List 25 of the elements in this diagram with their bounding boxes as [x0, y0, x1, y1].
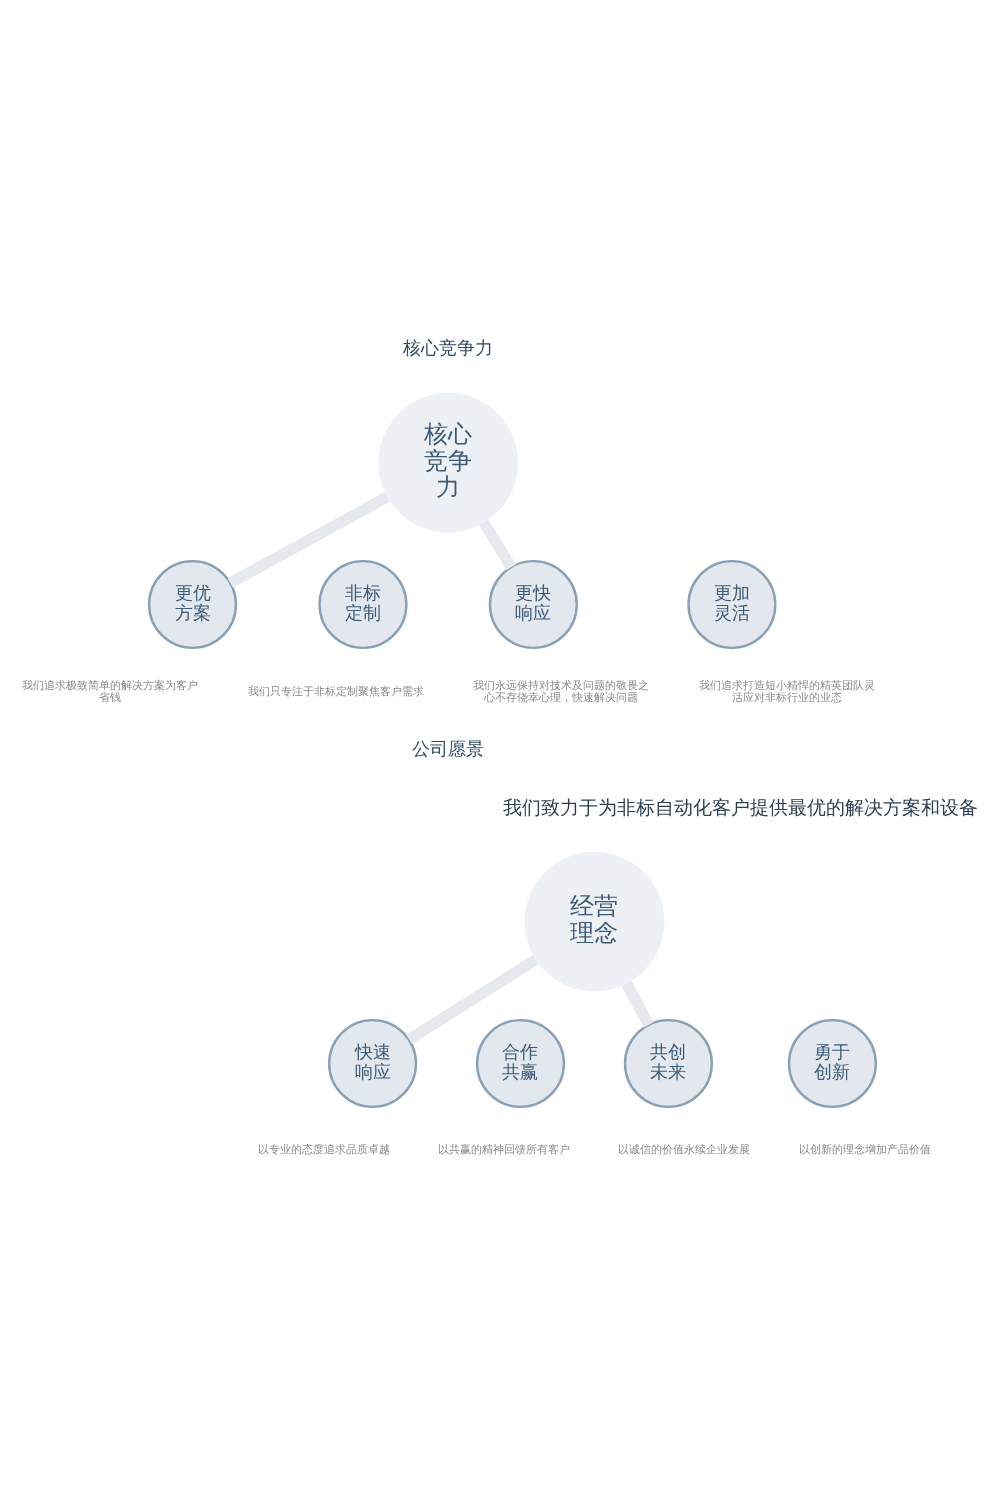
node-label: 我们追求打造短小精悍的精英团队灵活应对非标行业的业态 — [699, 679, 876, 705]
connector — [227, 491, 390, 588]
node-label: 我们追求极致简单的解决方案为客户省钱 — [21, 679, 198, 705]
node-circle: 非标定制 — [318, 559, 408, 650]
node-label: 以专业的态度追求品质卓越 — [258, 1143, 391, 1157]
node-label: 我们永远保持对技术及问题的敬畏之心不存侥幸心理，快速解决问题 — [473, 679, 650, 705]
label: 我们致力于为非标自动化客户提供最优的解决方案和设备 — [503, 795, 979, 819]
node-circle: 经营理念 — [524, 851, 665, 992]
label: 公司愿景 — [412, 739, 485, 760]
label: 核心竞争力 — [403, 338, 494, 359]
node-circle: 更优方案 — [147, 559, 238, 650]
node-circle: 核心竞争力 — [378, 392, 519, 533]
node-label: 以共赢的精神回馈所有客户 — [438, 1143, 571, 1157]
node-circle: 快速响应 — [327, 1018, 418, 1109]
node-circle: 勇于创新 — [787, 1018, 877, 1109]
node-circle: 更快响应 — [488, 559, 578, 650]
node-label: 以创新的理念增加产品价值 — [798, 1143, 931, 1157]
node-circle: 更加灵活 — [687, 559, 777, 650]
connector — [479, 519, 516, 571]
connector — [406, 954, 539, 1045]
node-label: 我们只专注于非标定制聚焦客户需求 — [247, 685, 424, 699]
node-circle: 共创未来 — [623, 1018, 713, 1109]
node-label: 以诚信的价值永续企业发展 — [618, 1143, 751, 1157]
connector — [621, 980, 654, 1028]
node-circle: 合作共赢 — [475, 1018, 566, 1109]
